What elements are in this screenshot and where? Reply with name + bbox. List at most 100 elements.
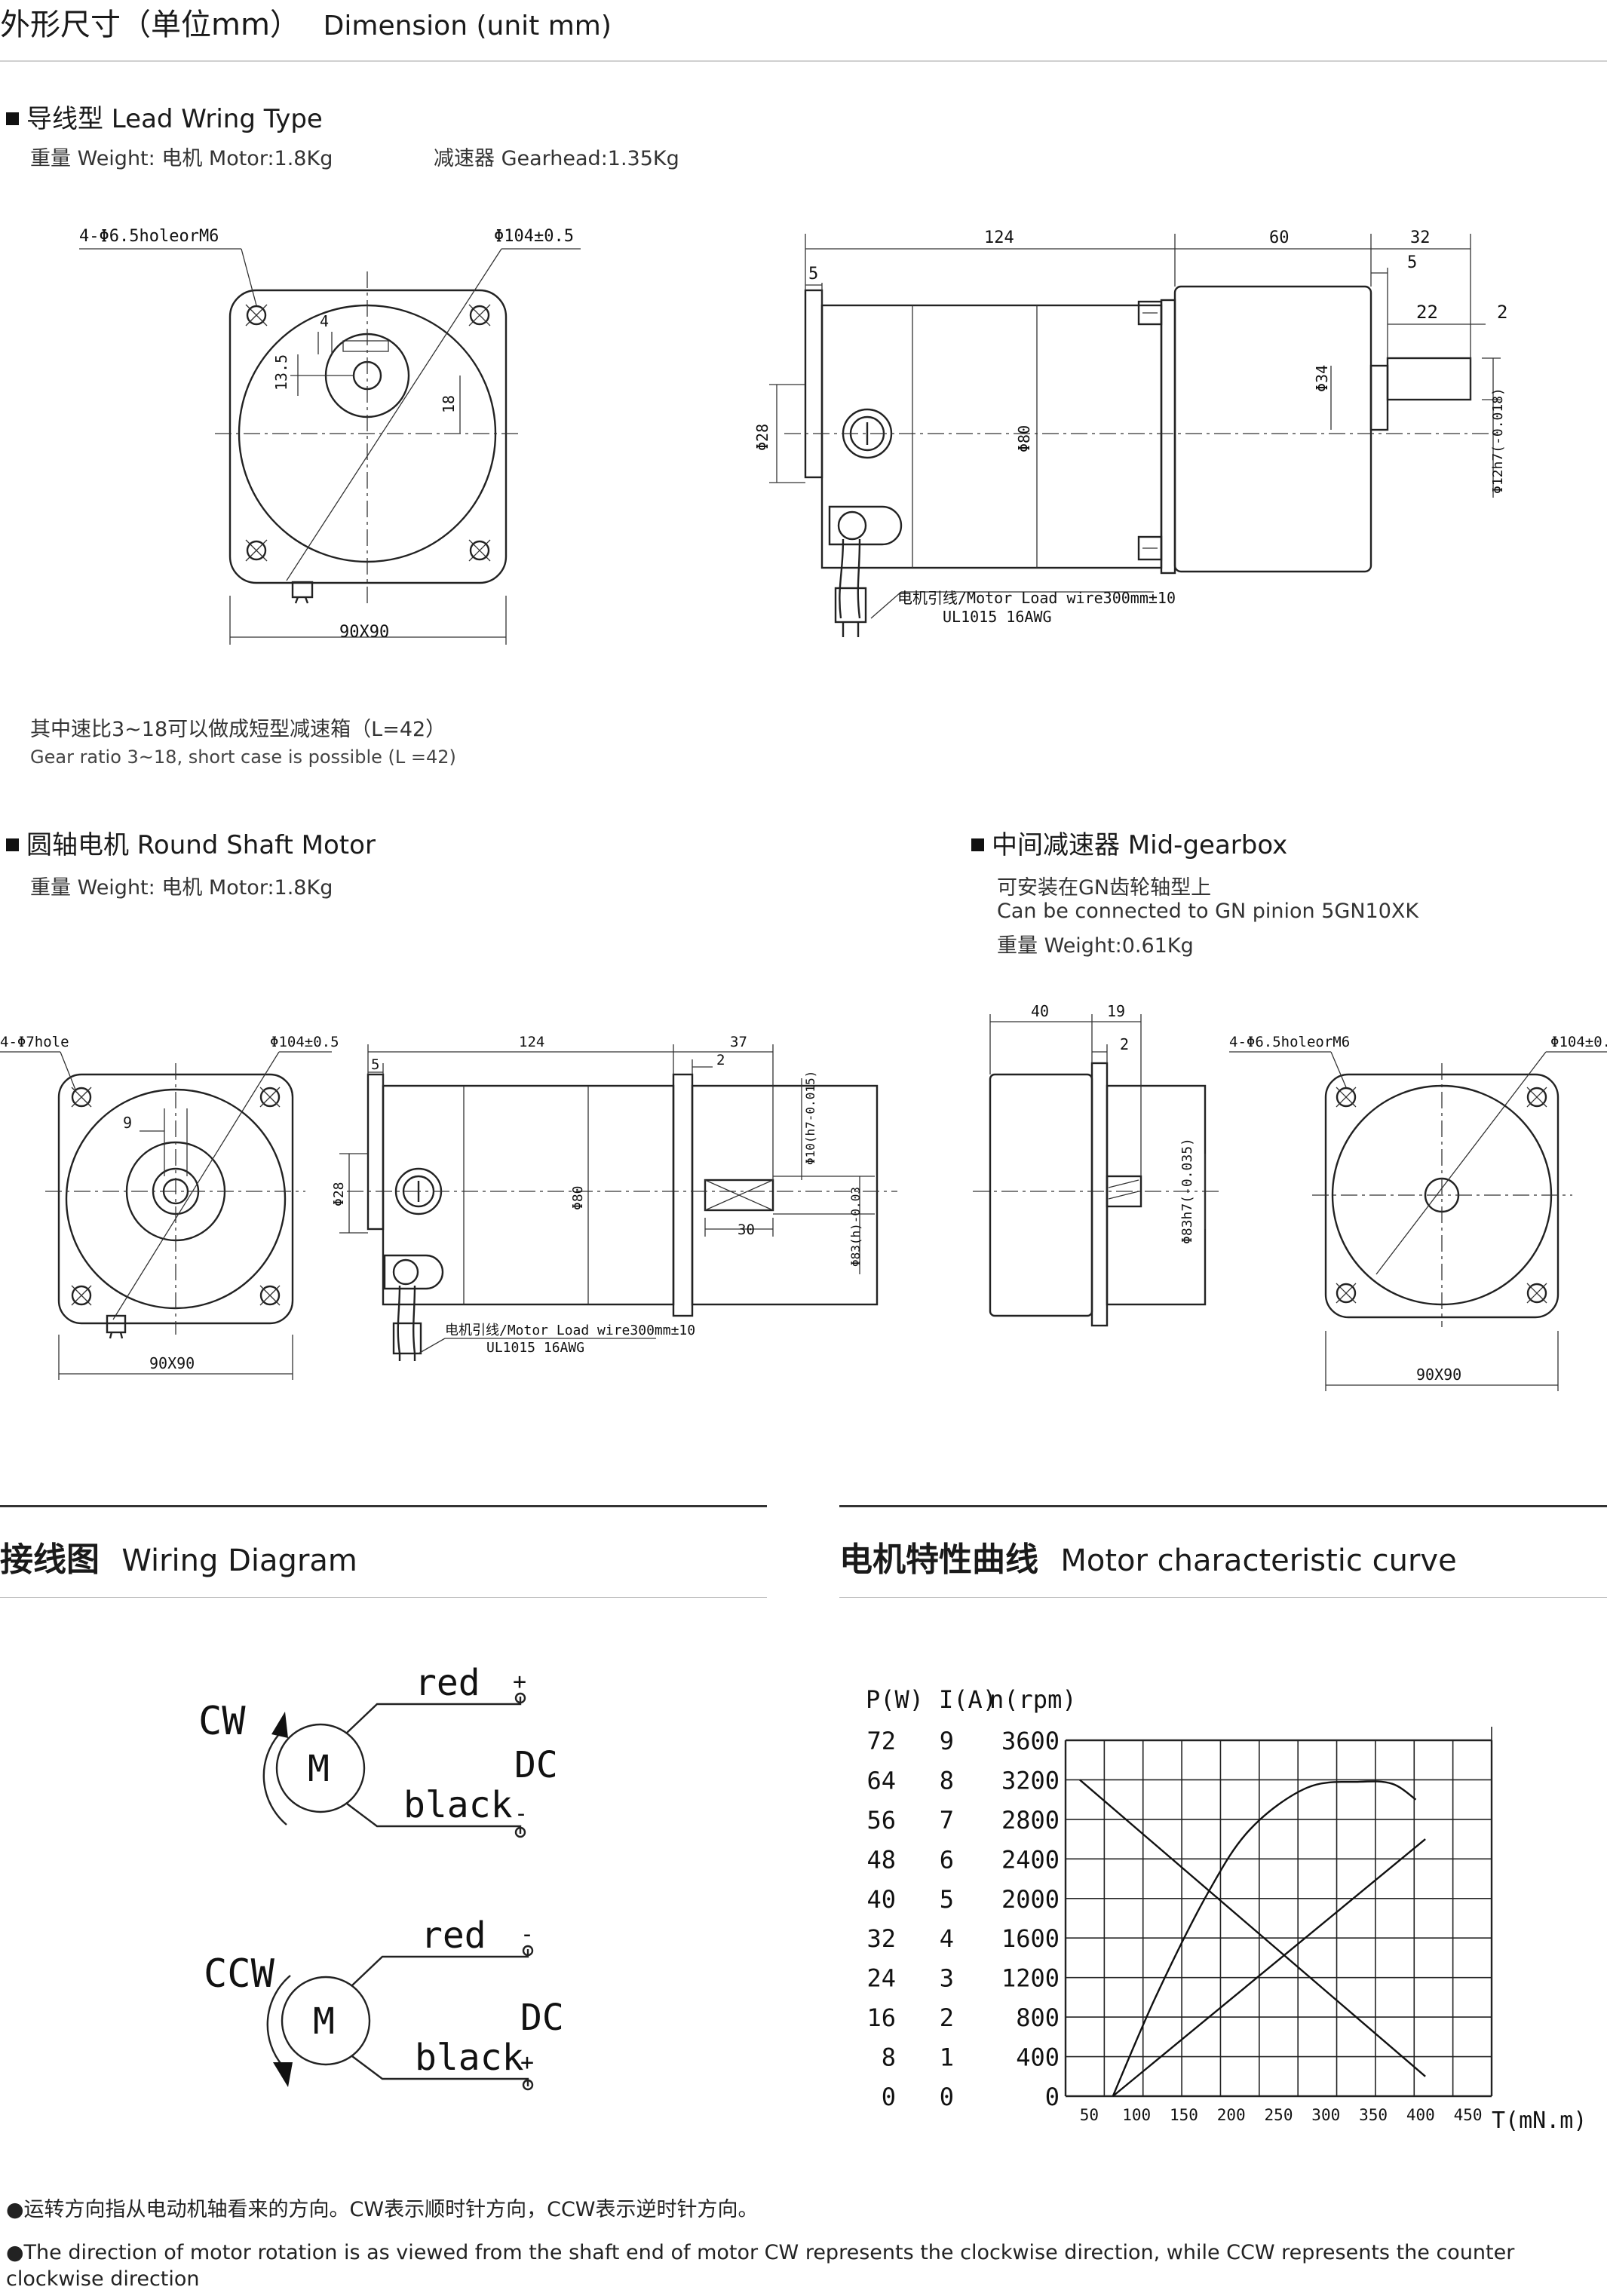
lead-side-screw-top xyxy=(1137,300,1163,326)
round-front-hole-br xyxy=(259,1285,281,1306)
x-tick-label: 100 xyxy=(1122,2106,1151,2124)
y-tick-label: 800 xyxy=(1016,2003,1060,2032)
page-title-en: Dimension (unit mm) xyxy=(323,11,612,41)
round-front-size-label: 90X90 xyxy=(149,1354,195,1372)
ccw-black-wire xyxy=(351,2055,529,2086)
x-tick-label: 300 xyxy=(1311,2106,1340,2124)
lead-side-l5b: 5 xyxy=(1407,253,1417,272)
y-tick-label: 3200 xyxy=(1001,1766,1060,1795)
y-tick-label: 40 xyxy=(866,1885,896,1914)
round-side-d80: Φ80 xyxy=(570,1185,586,1210)
lead-side-l124: 124 xyxy=(984,228,1014,247)
ccw-label: CCW xyxy=(204,1951,275,1997)
mid-front-hole-br xyxy=(1526,1283,1547,1304)
lead-side-d80: Φ80 xyxy=(1015,425,1033,452)
lead-weight-gear: 减速器 Gearhead:1.35Kg xyxy=(434,147,679,170)
lead-front-pcd-label: Φ104±0.5 xyxy=(494,227,574,246)
lead-side-l60: 60 xyxy=(1269,228,1290,247)
note-cn: ●运转方向指从电动机轴看来的方向。CW表示顺时针方向，CCW表示逆时针方向。 xyxy=(6,2198,759,2221)
ccw-m-label: M xyxy=(313,2000,335,2043)
y-tick-label: 1600 xyxy=(1001,1924,1060,1953)
mid-side-pilot-label: Φ83h7(-0.035) xyxy=(1179,1138,1195,1244)
round-side-l37: 37 xyxy=(730,1034,747,1050)
lead-side-grommet xyxy=(828,505,903,546)
lead-front-flange xyxy=(228,289,508,584)
y-tick-label: 9 xyxy=(940,1727,954,1755)
round-side-wire2: UL1015 16AWG xyxy=(486,1340,584,1356)
cw-dc-label: DC xyxy=(514,1744,558,1786)
mid-front-size-label: 90X90 xyxy=(1416,1366,1461,1384)
y-tick-label: 64 xyxy=(866,1766,896,1795)
y-tick-label: 0 xyxy=(940,2083,954,2111)
lead-side-screw-bot xyxy=(1137,535,1163,561)
round-front-hole-tl xyxy=(71,1087,92,1108)
round-side-l30: 30 xyxy=(738,1222,755,1238)
wiring-top-rule xyxy=(0,1505,767,1507)
lead-front-d135-label: 13.5 xyxy=(272,354,290,391)
curve-bottom-rule xyxy=(839,1597,1607,1598)
round-side-pilot-label: Φ83(h)-0.03 xyxy=(848,1187,863,1267)
series-line-3 xyxy=(1112,1780,1417,2097)
note-en-line1: ●The direction of motor rotation is as v… xyxy=(6,2241,1515,2264)
lead-side-l22: 22 xyxy=(1416,302,1438,323)
round-front-hole-bl xyxy=(71,1285,92,1306)
x-tick-label: 450 xyxy=(1454,2106,1483,2124)
x-tick-label: 200 xyxy=(1217,2106,1246,2124)
cw-arrow-icon xyxy=(271,1712,288,1738)
chart-grid xyxy=(1064,1727,1493,2098)
y-tick-label: 4 xyxy=(940,1924,954,1953)
y-tick-label: 1200 xyxy=(1001,1964,1060,1993)
lead-side-l5a: 5 xyxy=(808,265,818,284)
lead-front-holes-label: 4-Φ6.5holeorM6 xyxy=(79,227,219,246)
lead-side-l32: 32 xyxy=(1410,228,1431,247)
ccw-rotation-arc xyxy=(266,1975,291,2067)
header-divider xyxy=(0,60,1607,62)
cw-black-label: black xyxy=(403,1784,513,1826)
ccw-arrow-icon xyxy=(273,2062,293,2087)
y-tick-label: 24 xyxy=(866,1964,896,1993)
x-tick-label: 250 xyxy=(1265,2106,1293,2124)
lead-side-d28: Φ28 xyxy=(753,424,771,451)
chart-series xyxy=(1079,1779,1426,2097)
round-side-wire1: 电机引线/Motor Load wire300mm±10 xyxy=(445,1323,695,1338)
series-line-2 xyxy=(1112,1838,1426,2097)
chart-xlabel: T(mN.m) xyxy=(1492,2107,1587,2134)
lead-front-hole-br xyxy=(468,539,491,562)
chart-y-axis-labels: P(W)I(A)n(rpm)08162432404856647201234567… xyxy=(866,1685,1077,2111)
y-tick-label: 2800 xyxy=(1001,1806,1060,1835)
ccw-red-wire xyxy=(351,1949,529,1986)
mid-front-pcd-label: Φ104±0.5 xyxy=(1550,1034,1607,1050)
y-tick-label: 72 xyxy=(866,1727,896,1755)
cw-sign-bot: - xyxy=(514,1801,528,1827)
y-axis-header: P(W) xyxy=(866,1685,924,1714)
y-tick-label: 56 xyxy=(866,1806,896,1835)
lead-side-shaft-label: Φ12h7(-0.018) xyxy=(1490,388,1506,494)
lead-front-wire xyxy=(291,581,314,604)
round-side-l5: 5 xyxy=(371,1056,379,1073)
curve-top-rule xyxy=(839,1505,1607,1507)
mid-front-hole-bl xyxy=(1336,1283,1357,1304)
mid-side-l40: 40 xyxy=(1031,1002,1049,1020)
cw-sign-top: + xyxy=(513,1669,526,1695)
round-front-holes-label: 4-Φ7hole xyxy=(0,1034,69,1050)
mid-front-hole-tl xyxy=(1336,1087,1357,1108)
round-side-shaft-label: Φ10(h7-0.015) xyxy=(803,1071,817,1165)
ccw-sign-top: - xyxy=(520,1921,534,1948)
note-en: ●The direction of motor rotation is as v… xyxy=(6,2241,1597,2291)
mid-side-pinion xyxy=(1106,1175,1142,1208)
lead-side-l2: 2 xyxy=(1497,302,1507,323)
square-bullet-icon xyxy=(971,838,984,851)
y-tick-label: 3600 xyxy=(1001,1727,1060,1755)
series-line-1 xyxy=(1079,1779,1426,2077)
lead-note-en: Gear ratio 3~18, short case is possible … xyxy=(30,746,456,768)
round-front-wire xyxy=(106,1314,127,1339)
mid-line1: 可安装在GN齿轮轴型上 xyxy=(997,876,1212,900)
y-tick-label: 0 xyxy=(882,2083,896,2111)
